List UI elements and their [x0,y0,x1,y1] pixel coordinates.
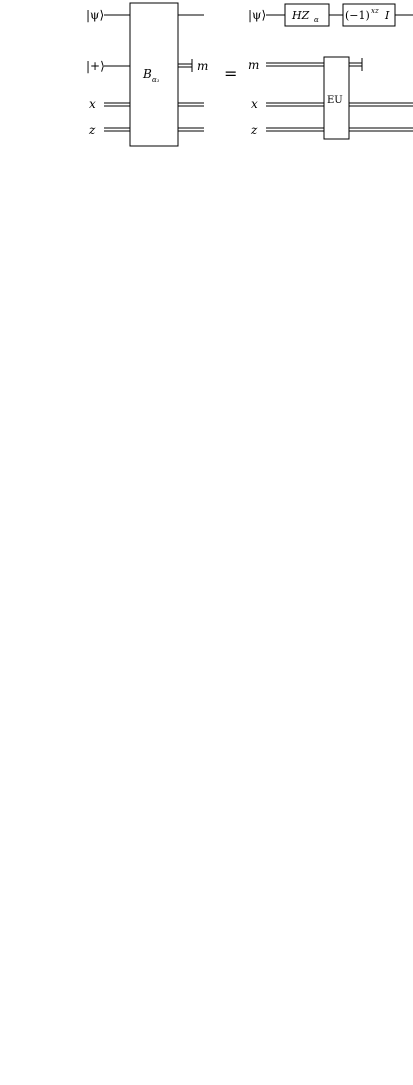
gate-hz-label: HZ [291,9,310,22]
gate-phase-label: (−1) [345,9,370,22]
left-input-x: x [89,97,96,111]
left-input-psi: |ψ⟩ [86,8,104,22]
right-circuit: |ψ⟩ HZ α (−1) xz I m x z EU [248,3,413,140]
left-input-z: z [88,123,96,137]
gate-phase-suffix: I [384,9,390,22]
right-input-z: z [250,123,258,137]
left-gate-label: B [142,67,152,81]
right-input-psi: |ψ⟩ [248,8,266,22]
eu-gate-label: EU [327,95,343,106]
gate-phase-superscript: xz [371,7,379,15]
left-circuit: |ψ⟩ |+⟩ x z B α₁ m [86,2,208,147]
left-input-plus: |+⟩ [86,59,105,73]
left-gate-subscript: α₁ [152,76,160,84]
left-measure-output-m: m [197,59,208,73]
gate-hz-subscript: α [314,16,319,24]
eu-gate-box [323,56,350,140]
right-input-m: m [248,58,259,72]
equals-sign: = [224,64,237,83]
right-input-x: x [251,97,258,111]
left-gate-box [129,2,179,147]
